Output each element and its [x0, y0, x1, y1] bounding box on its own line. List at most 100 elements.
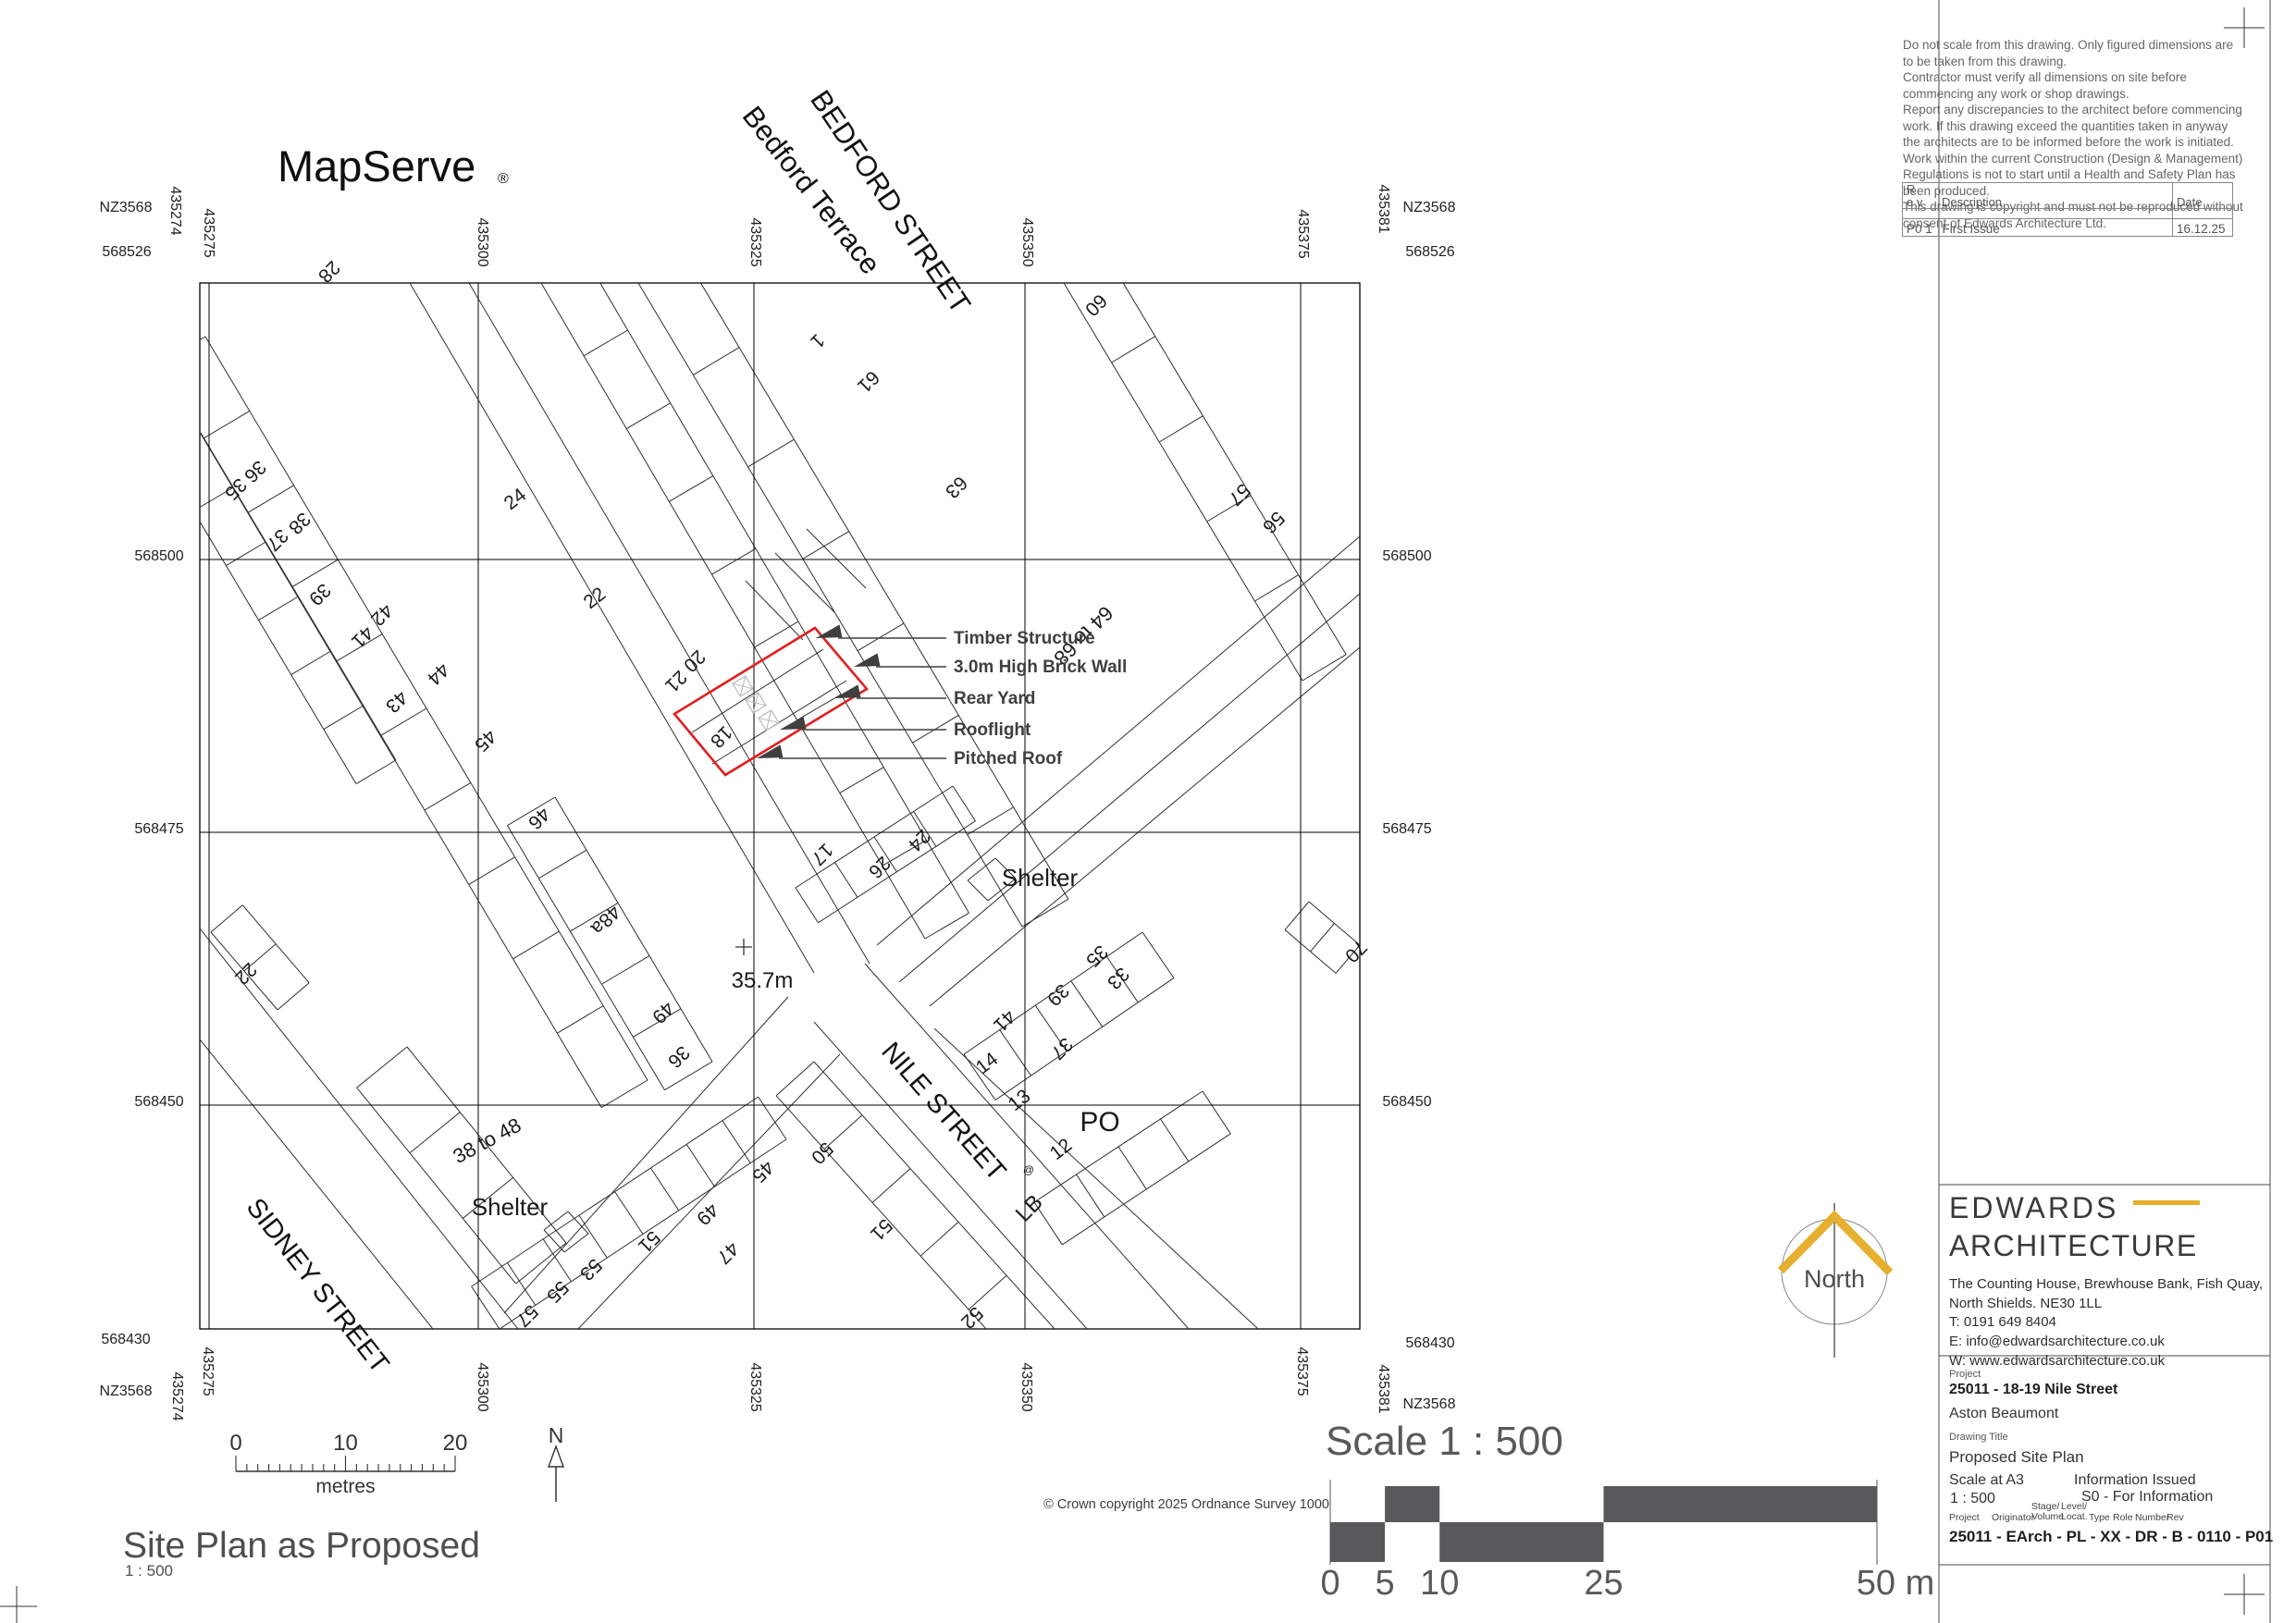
registered-trademark-symbol: ®	[498, 171, 509, 187]
revision-date: 16.12.25	[2172, 218, 2233, 238]
revision-header-row: R e v Description Date	[1902, 181, 2233, 210]
drawing-title: Proposed Site Plan	[1949, 1448, 2084, 1466]
annotation-label: Pitched Roof	[954, 749, 1063, 768]
building-line	[834, 862, 858, 898]
building-line	[1076, 1174, 1105, 1218]
building-line	[664, 1061, 713, 1091]
small-scalebar-label: 0	[229, 1431, 241, 1456]
drawing-caption-scale: 1 : 500	[125, 1562, 173, 1580]
large-scalebar-label: 5	[1376, 1564, 1395, 1603]
plot-number-label: 45	[747, 1156, 778, 1187]
road-edge	[864, 963, 1190, 1329]
building-line	[291, 559, 339, 588]
building-line	[693, 347, 740, 375]
building-line	[409, 1112, 461, 1154]
plot-number-label: 53	[575, 1254, 606, 1285]
road-edge	[200, 1039, 434, 1329]
building-line	[258, 596, 299, 621]
large-scalebar-label: 0	[1320, 1564, 1339, 1603]
building-line	[1302, 654, 1347, 682]
building-line	[871, 1168, 911, 1203]
revision-spacer-row	[1902, 208, 2233, 220]
grid-coordinate-label: 435350	[1018, 1362, 1034, 1411]
large-scalebar-label: 10	[1420, 1564, 1459, 1603]
grid-coordinate-label: 435274	[169, 1371, 185, 1420]
building-line	[625, 402, 671, 429]
rooflight-cross	[758, 717, 780, 724]
building-line	[1063, 283, 1303, 682]
building-line	[823, 1114, 863, 1150]
rooflight-outline	[745, 692, 767, 714]
building-line	[1033, 1201, 1063, 1246]
plot-number-label: 36	[663, 1041, 694, 1072]
building-line	[543, 1211, 569, 1231]
building-line	[999, 1029, 1031, 1076]
plot-number-label: 45	[470, 725, 500, 756]
building-line	[839, 767, 884, 793]
building-line	[424, 781, 472, 811]
building-line	[247, 485, 294, 513]
building-line	[813, 1061, 1055, 1329]
firm-name-line2: ARCHITECTURE	[1949, 1229, 2198, 1262]
building-line	[758, 1096, 787, 1140]
map-feature-label: LB	[1011, 1190, 1048, 1227]
revision-description: First Issue	[1937, 218, 2173, 238]
firm-address-line: W: www.edwardsarchitecture.co.uk	[1949, 1352, 2166, 1369]
project-client: Aston Beaumont	[1949, 1406, 2059, 1421]
grid-coordinate-label: 568475	[1382, 821, 1431, 837]
building-line	[506, 825, 665, 1090]
grid-coordinate-label: 568450	[1382, 1094, 1431, 1110]
building-line	[599, 283, 969, 914]
small-north-letter: N	[549, 1423, 564, 1447]
building-line	[554, 796, 713, 1063]
building-line	[968, 1274, 1007, 1310]
project-number-name: 25011 - 18-19 Nile Street	[1949, 1382, 2118, 1397]
scale-value: 1 : 500	[1950, 1491, 1995, 1506]
building-line	[1105, 956, 1139, 1003]
building-line	[994, 857, 1017, 879]
building-line	[806, 528, 867, 589]
building-line	[1021, 898, 1069, 928]
plot-number-label: 18	[706, 721, 736, 752]
building-line	[952, 785, 976, 822]
building-line	[557, 1005, 604, 1034]
building-line	[747, 438, 795, 468]
scale-label: Scale at A3	[1949, 1472, 2024, 1488]
building-line	[200, 486, 234, 509]
firm-block: EDWARDS ARCHITECTURE The Counting House,…	[1949, 1191, 2273, 1371]
large-scalebar-label: 25	[1584, 1564, 1623, 1603]
rooflight-cross	[732, 682, 754, 690]
plot-number-label: 60	[1080, 289, 1111, 320]
building-line	[691, 648, 824, 733]
building-line	[913, 811, 937, 847]
building-line	[924, 912, 969, 940]
building-line	[243, 943, 277, 972]
building-line	[1142, 931, 1175, 978]
rooflight-cross	[745, 699, 767, 707]
plot-number-label: 57	[1224, 479, 1254, 510]
information-issued-value: S0 - For Information	[2081, 1489, 2214, 1505]
annotation-arrowhead	[854, 653, 881, 667]
road-edge	[929, 646, 1360, 1007]
building-line	[570, 902, 619, 932]
plot-number-label: 24	[500, 484, 531, 514]
large-scalebar-block	[1439, 1522, 1604, 1562]
small-scalebar-unit: metres	[315, 1476, 375, 1497]
grid-coordinate-label: 568500	[134, 548, 183, 564]
large-scalebar-block	[1603, 1486, 1877, 1522]
building-line	[471, 1285, 500, 1329]
building-line	[987, 878, 1017, 902]
building-line	[796, 694, 842, 721]
large-scalebar-title: Scale 1 : 500	[1326, 1419, 1563, 1464]
building-line	[1064, 283, 1065, 284]
building-line	[323, 705, 364, 731]
road-edge	[200, 928, 519, 1329]
annotation-arrowhead	[834, 684, 861, 698]
road-edge	[468, 283, 870, 965]
rooflight-outline	[758, 709, 780, 732]
plot-number-label: 49	[692, 1199, 722, 1229]
map-feature-label: Shelter	[1002, 864, 1079, 891]
building-line	[963, 931, 1143, 1055]
